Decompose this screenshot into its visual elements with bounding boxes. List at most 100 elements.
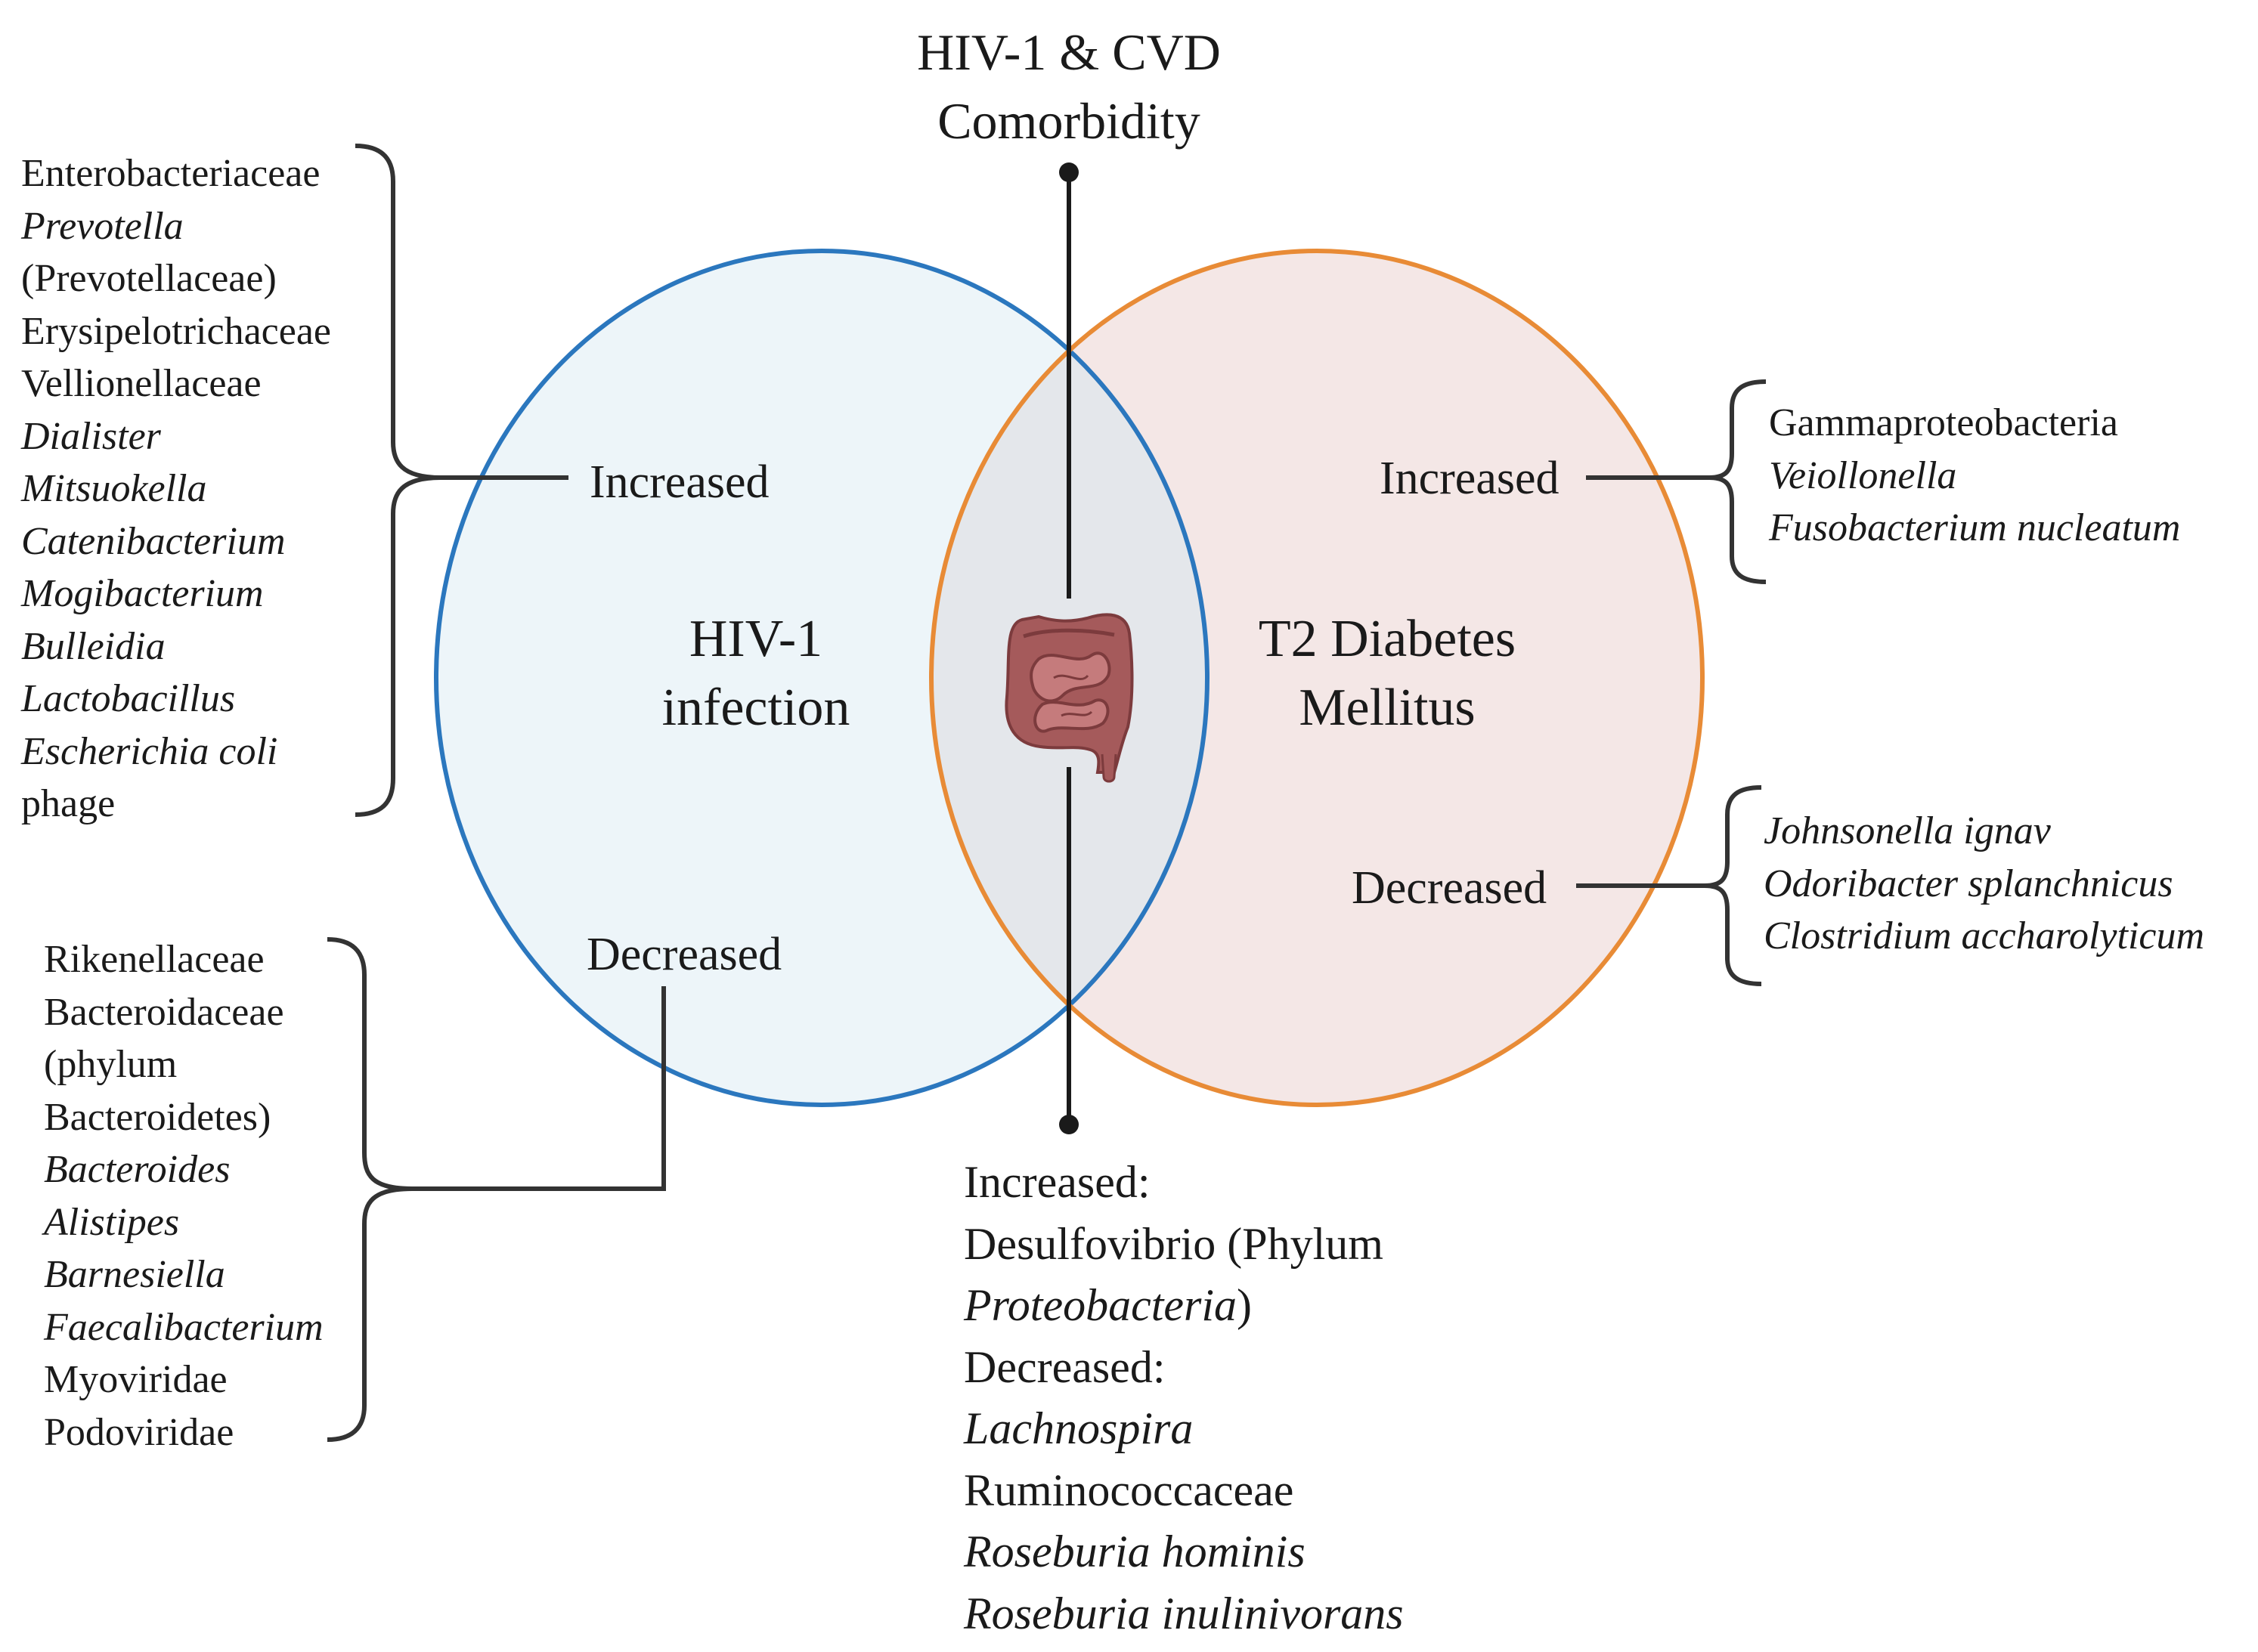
list-item: Increased: (964, 1152, 1404, 1214)
list-item: Barnesiella (44, 1248, 324, 1301)
t2d-label-line-1: T2 Diabetes (1258, 610, 1516, 668)
taxon-name: Increased: (964, 1157, 1151, 1207)
list-item: Ruminococcaceae (964, 1460, 1404, 1522)
list-item: Rikenellaceae (44, 933, 324, 986)
list-item: Bacteroidaceae (44, 986, 324, 1039)
list-item: (Prevotellaceae) (21, 252, 331, 305)
taxon-name: (phylum (44, 1043, 178, 1086)
taxon-name: Vellionellaceae (21, 362, 262, 405)
hiv-decreased-label: Decreased (587, 929, 782, 980)
taxon-name: Roseburia inulinivorans (964, 1588, 1404, 1638)
taxon-name: Desulfovibrio (Phylum (964, 1218, 1383, 1269)
title-line-2: Comorbidity (937, 92, 1200, 150)
taxon-name: Barnesiella (44, 1253, 225, 1296)
list-item: Roseburia hominis (964, 1521, 1404, 1583)
taxon-name: Lactobacillus (21, 677, 236, 720)
list-item: (phylum (44, 1038, 324, 1091)
taxon-name: Prevotella (21, 204, 184, 248)
t2d-decreased-label: Decreased (1352, 862, 1547, 914)
taxon-name: Erysipelotrichaceae (21, 309, 331, 353)
taxon-name: Escherichia coli (21, 729, 278, 773)
list-item: Enterobacteriaceae (21, 147, 331, 200)
taxon-name: Catenibacterium (21, 519, 286, 563)
hiv-label-line-2: infection (661, 679, 850, 737)
taxon-name: Roseburia hominis (964, 1527, 1306, 1576)
taxon-name: Bacteroides (44, 1148, 231, 1191)
list-item: Lachnospira (964, 1398, 1404, 1460)
taxon-name: Fusobacterium nucleatum (1769, 506, 2181, 549)
taxon-name: Alistipes (44, 1200, 180, 1244)
t2d-decreased-bracket (1576, 785, 1762, 986)
list-item: Faecalibacterium (44, 1301, 324, 1354)
list-item: Podoviridae (44, 1406, 324, 1459)
taxon-name: Bulleidia (21, 624, 166, 668)
list-item: Bulleidia (21, 620, 331, 673)
list-item: Johnsonella ignav (1764, 805, 2204, 858)
list-item: Alistipes (44, 1196, 324, 1249)
taxon-name: Enterobacteriaceae (21, 152, 321, 195)
taxon-name: Odoribacter splanchnicus (1764, 862, 2173, 905)
taxon-name: Veiollonella (1769, 453, 1957, 497)
list-item: Odoribacter splanchnicus (1764, 858, 2204, 911)
list-item: Proteobacteria) (964, 1275, 1404, 1337)
taxon-name: Myoviridae (44, 1358, 228, 1401)
list-item: Escherichia coli (21, 725, 331, 778)
list-item: Bacteroidetes) (44, 1091, 324, 1144)
list-item: Fusobacterium nucleatum (1769, 502, 2180, 555)
taxon-name: Johnsonella ignav (1764, 809, 2051, 852)
taxon-name: Mitsuokella (21, 467, 207, 510)
t2d-region-label: T2 Diabetes Mellitus (1202, 605, 1572, 742)
list-item: Roseburia inulinivorans (964, 1583, 1404, 1645)
taxon-name: Faecalibacterium (44, 1305, 324, 1349)
list-item: Dialister (21, 410, 331, 463)
taxon-name: (Prevotellaceae) (21, 257, 277, 300)
taxon-name: Bacteroidetes) (44, 1095, 271, 1139)
title-line-1: HIV-1 & CVD (917, 23, 1221, 81)
list-item: Veiollonella (1769, 450, 2180, 503)
t2d-increased-label: Increased (1380, 453, 1560, 504)
t2d-circle (929, 249, 1705, 1107)
list-item: Decreased: (964, 1337, 1404, 1399)
hiv-decreased-bracket (327, 937, 666, 1442)
list-item: Desulfovibrio (Phylum (964, 1214, 1404, 1276)
t2d-increased-bracket (1586, 379, 1767, 584)
hiv-label-line-1: HIV-1 (689, 610, 823, 668)
taxon-name: Gammaproteobacteria (1769, 401, 2118, 444)
taxon-name: Ruminococcaceae (964, 1465, 1294, 1515)
hiv-increased-label: Increased (590, 456, 770, 508)
taxon-name: Clostridium accharolyticum (1764, 914, 2205, 957)
list-item: Mitsuokella (21, 462, 331, 515)
list-item: Mogibacterium (21, 568, 331, 620)
taxon-name: Mogibacterium (21, 572, 264, 615)
list-item: Clostridium accharolyticum (1764, 910, 2204, 963)
list-item: phage (21, 778, 331, 831)
list-item: Vellionellaceae (21, 357, 331, 410)
taxon-name: Decreased: (964, 1341, 1166, 1392)
top-dot (1059, 162, 1079, 182)
list-item: Prevotella (21, 200, 331, 253)
taxon-name: ) (1237, 1280, 1253, 1330)
taxon-name: Podoviridae (44, 1410, 234, 1454)
taxon-name: Bacteroidaceae (44, 990, 284, 1034)
list-item: Myoviridae (44, 1353, 324, 1406)
list-item: Erysipelotrichaceae (21, 305, 331, 358)
taxon-name: Dialister (21, 414, 161, 458)
taxon-name: Rikenellaceae (44, 938, 265, 981)
list-item: Catenibacterium (21, 515, 331, 568)
bottom-dot (1059, 1115, 1079, 1134)
list-item: Gammaproteobacteria (1769, 397, 2180, 450)
list-item: Bacteroides (44, 1143, 324, 1196)
overlap-region (931, 251, 1207, 1105)
intestine-icon (1005, 613, 1134, 783)
taxon-name: Proteobacteria (964, 1280, 1237, 1330)
taxon-name: phage (21, 782, 116, 825)
diagram-title: HIV-1 & CVD Comorbidity (880, 18, 1258, 156)
hiv-circle (434, 249, 1210, 1107)
